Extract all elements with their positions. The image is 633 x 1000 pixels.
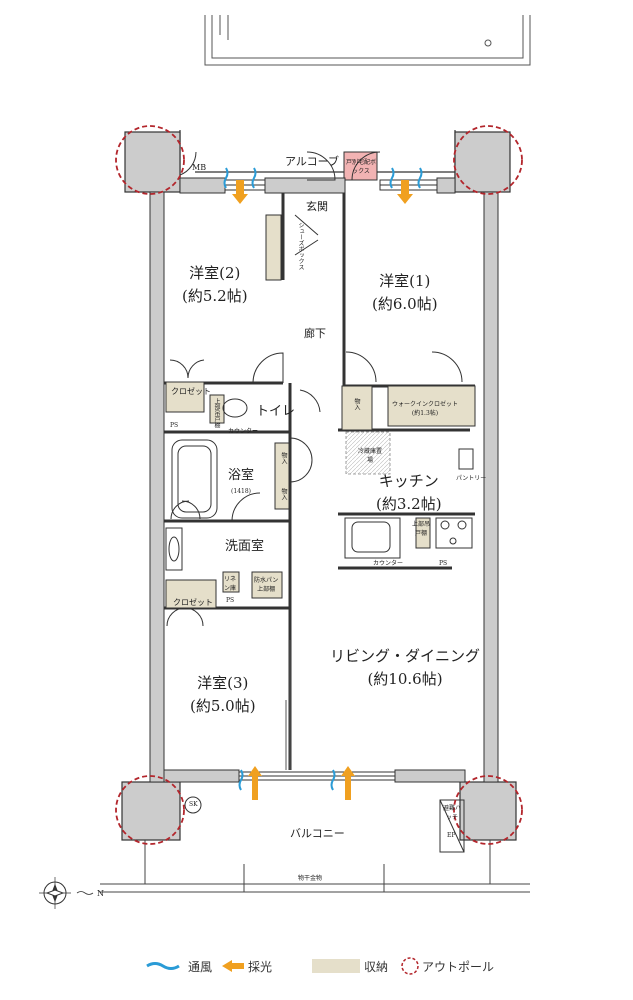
compass-icon (39, 877, 94, 909)
delivery-box-label: 戸別宅配ボックス (346, 159, 377, 175)
fridge-label: 冷蔵庫置場 (358, 448, 383, 464)
legend-outpole: アウトポール (422, 959, 495, 974)
room-western3: 洋室(3) (約5.0帖) (190, 674, 256, 715)
waterpan-label: 防水パン 上部棚 (254, 577, 279, 593)
room-toilet: トイレ (256, 404, 296, 419)
ep-label: EP (447, 832, 456, 839)
room-entrance: 玄関 (306, 200, 328, 213)
escape-hatch-label: 避難ハッチ (442, 805, 461, 821)
ps-label-1: PS (170, 422, 179, 429)
legend-shapes (146, 957, 419, 975)
closet-label-b: クロゼット (173, 598, 213, 607)
balcony-outline (100, 840, 530, 893)
room-balcony: バルコニー (290, 827, 345, 840)
pillars (121, 131, 517, 841)
washbasin-icon (168, 536, 180, 562)
upper-cab-label: 上部吊戸棚 (411, 521, 430, 537)
room-bath: 浴室 (1418) (228, 468, 255, 495)
delivery-box (343, 151, 378, 181)
bathtub-icon (171, 439, 218, 519)
windows (224, 179, 438, 781)
stove-icon (440, 520, 450, 530)
stock-label-b: 物入 (280, 452, 287, 464)
pantry-label: パントリー (456, 475, 487, 482)
ventilation-icon (223, 167, 423, 791)
outer-walls (149, 177, 499, 783)
legend-ventilation: 通風 (188, 959, 213, 974)
compass-north-label: N (97, 889, 104, 898)
sk-label: SK (189, 801, 198, 808)
ps-label-3: PS (439, 560, 448, 567)
fixtures (165, 398, 474, 853)
linen-label: リネン庫 (224, 576, 237, 592)
room-living: リビング・ダイニング (約10.6帖) (330, 647, 481, 688)
sink-icon (351, 521, 391, 553)
room-washroom: 洗面室 (225, 539, 265, 554)
upper-shelf-label: 上部吊戸棚 (213, 398, 220, 428)
legend: 通風 (184, 956, 220, 976)
counter-label-a: カウンター (228, 428, 259, 435)
wic-label: ウォークインクロゼット (約1.3帖) (392, 401, 459, 417)
door-swing-icon (166, 151, 463, 627)
room-western2: 洋室(2) (約5.2帖) (182, 264, 248, 305)
ps-label-2: PS (226, 597, 235, 604)
drying-rack-label: 物干金物 (298, 875, 323, 882)
outpole-markers (115, 125, 523, 845)
corridor-lines (204, 15, 531, 66)
legend-sunlight: 採光 (248, 959, 273, 974)
toilet-icon (222, 398, 248, 418)
room-alcove: アルコーブ (285, 155, 340, 168)
counter-label-b: カウンター (373, 560, 404, 567)
shoes-box-label: シューズボックス (297, 222, 304, 270)
fridge-space (345, 431, 391, 475)
sunlight-arrow-icon (232, 180, 413, 800)
storage-areas (165, 214, 476, 609)
legend-storage: 収納 (364, 959, 389, 974)
room-western1: 洋室(1) (約6.0帖) (372, 272, 438, 313)
stock-label-c: 物入 (280, 488, 287, 500)
mb-label: MB (192, 163, 207, 172)
room-kitchen: キッチン (約3.2帖) (376, 472, 442, 513)
room-hallway: 廊下 (304, 327, 326, 340)
closet-label-a: クロゼット (171, 387, 211, 396)
stock-label-a: 物入 (353, 398, 360, 410)
